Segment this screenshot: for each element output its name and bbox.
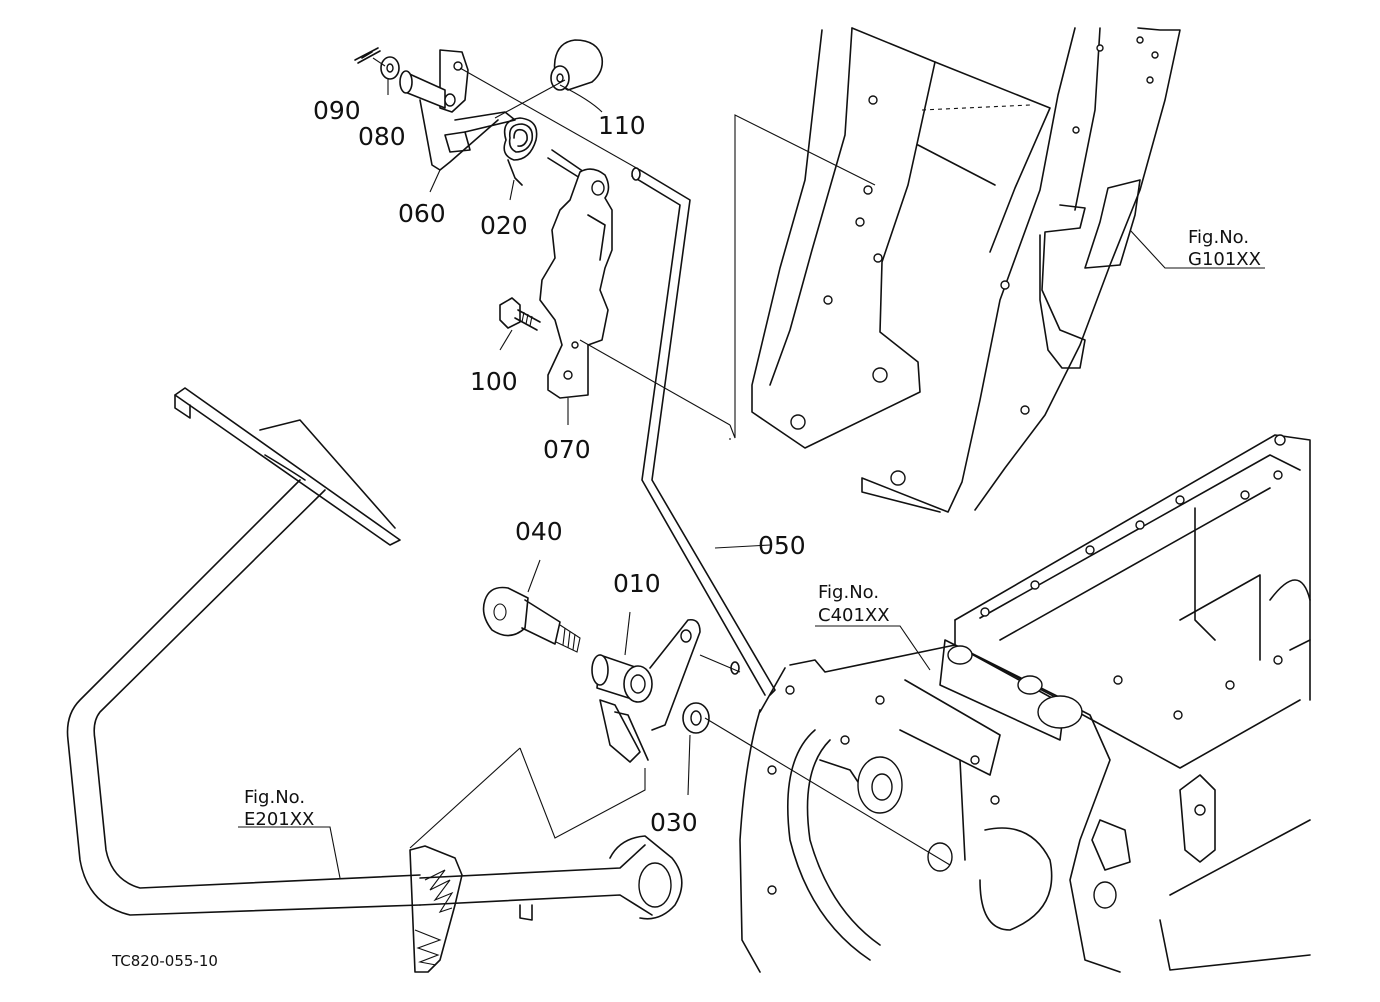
callout-090: 090	[313, 96, 361, 125]
rod-050	[631, 167, 776, 696]
brake-pedal-assembly	[66, 387, 683, 973]
callout-020: 020	[480, 211, 528, 240]
bolt-040	[482, 586, 581, 653]
transmission-housing	[739, 434, 1311, 973]
callout-030: 030	[650, 808, 698, 837]
lever-010	[591, 618, 701, 763]
cotter-pin-090	[354, 47, 381, 64]
fig-ref-g101-label: Fig.No.	[1188, 227, 1249, 248]
lever-060	[399, 49, 516, 171]
fig-ref-e201-code: E201XX	[244, 809, 314, 830]
frame-assembly	[751, 27, 1181, 513]
callout-labels: 090 080 110 060 020 100 070 040 050 010 …	[111, 96, 1261, 970]
callout-100: 100	[470, 367, 518, 396]
spring-020	[503, 117, 538, 186]
callout-010: 010	[613, 569, 661, 598]
leader-lines	[238, 57, 1265, 879]
callout-080: 080	[358, 122, 406, 151]
fig-ref-e201-label: Fig.No.	[244, 787, 305, 808]
bracket-070	[539, 149, 613, 399]
knob-110	[550, 39, 604, 91]
fig-ref-c401-label: Fig.No.	[818, 582, 879, 603]
callout-060: 060	[398, 199, 446, 228]
fig-ref-c401-code: C401XX	[818, 605, 890, 626]
drawing-code: TC820-055-10	[111, 952, 218, 970]
fig-ref-g101-code: G101XX	[1188, 249, 1261, 270]
callout-110: 110	[598, 111, 646, 140]
washer-080	[380, 56, 400, 80]
washer-030	[682, 702, 710, 734]
callout-050: 050	[758, 531, 806, 560]
callout-040: 040	[515, 517, 563, 546]
bolt-100	[499, 297, 541, 331]
callout-070: 070	[543, 435, 591, 464]
